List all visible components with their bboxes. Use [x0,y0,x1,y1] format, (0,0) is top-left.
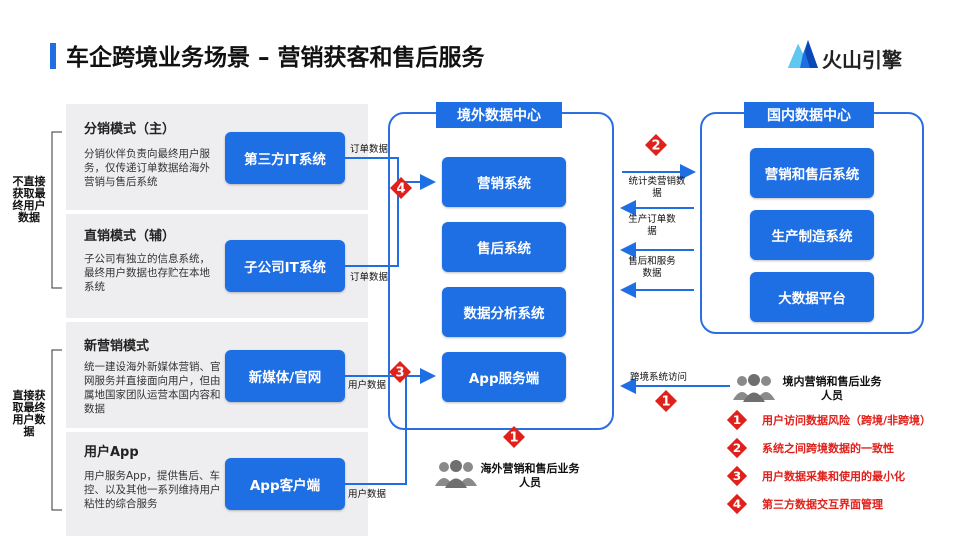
risk-marker-number: 1 [509,431,518,446]
flow-label: 订单数据 [350,144,389,155]
risk-marker-icon: 1 [726,409,748,431]
risk-marker-icon: 1 [503,426,525,448]
mode-title: 新营销模式 [84,339,150,354]
overseas-dc-label: 境外数据中心 [436,102,562,128]
big-data-platform: 大数据平台 [750,272,874,322]
legend-item: 4 第三方数据交互界面管理 [726,492,883,516]
people-icon [435,460,477,488]
mode-title: 直销模式（辅） [84,229,176,244]
mode-title: 用户App [84,445,139,460]
flow-label: 订单数据 [350,272,389,283]
cross-flow-label: 跨境系统访问 [630,372,688,383]
legend-item: 2 系统之间跨境数据的一致性 [726,436,894,460]
logo-text: 火山引擎 [822,48,902,72]
legend-text: 第三方数据交互界面管理 [762,498,883,511]
mode-desc: 用户服务App，提供售后、车控、以及其他一系列维持用户粘性的综合服务 [84,470,221,510]
risk-marker-icon: 2 [645,134,667,156]
cross-flow-label: 生产订单数据 [628,214,676,237]
mode-desc: 分销伙伴负责向最终用户服务，仅传递订单数据给海外营销与售后系统 [84,148,210,188]
risk-marker-number: 4 [396,182,405,197]
legend-number: 4 [733,497,741,511]
risk-marker-icon: 1 [655,390,677,412]
risk-marker-icon: 2 [726,437,748,459]
legend-number: 3 [733,469,741,483]
cross-flow-label: 售后和服务数据 [628,256,676,279]
app-server: App服务端 [442,352,566,402]
legend-item: 3 用户数据采集和使用的最小化 [726,464,905,488]
legend-number: 2 [733,441,741,455]
risk-marker-icon: 4 [726,493,748,515]
mode-desc: 统一建设海外新媒体营销、官网服务并直接面向用户，但由属地国家团队运营本国内容和数… [84,361,221,415]
people-icon [733,374,775,402]
domestic-personnel-label: 境内营销和售后业务人员 [782,375,882,402]
slide-title: 车企跨境业务场景 – 营销获客和售后服务 [66,45,485,71]
domestic-dc-label: 国内数据中心 [744,102,874,128]
legend-number: 1 [733,413,741,427]
domestic-marketing-system: 营销和售后系统 [750,148,874,198]
legend-text: 用户数据采集和使用的最小化 [762,470,905,483]
risk-marker-icon: 3 [389,361,411,383]
risk-legend: 1 用户访问数据风险（跨境/非跨境） 2 系统之间跨境数据的一致性 3 用户数据… [726,408,956,520]
marketing-system: 营销系统 [442,157,566,207]
third-party-it-system: 第三方IT系统 [225,132,345,184]
mode-title: 分销模式（主） [84,122,176,137]
after-sales-system: 售后系统 [442,222,566,272]
data-analysis-system: 数据分析系统 [442,287,566,337]
legend-item: 1 用户访问数据风险（跨境/非跨境） [726,408,931,432]
subsidiary-it-system: 子公司IT系统 [225,240,345,292]
volcano-logo-icon [788,40,818,68]
flow-label: 用户数据 [348,380,387,391]
new-media-website-box: 新媒体/官网 [225,350,345,402]
side-label-indirect: 不直接获取最终用户数据 [12,175,46,224]
legend-text: 用户访问数据风险（跨境/非跨境） [762,414,932,427]
risk-marker-number: 2 [651,139,660,154]
cross-flow-label: 统计类营销数据 [628,176,686,199]
title-accent-bar [50,43,56,69]
mode-desc: 子公司有独立的信息系统，最终用户数据也存贮在本地系统 [84,253,210,293]
risk-marker-icon: 4 [390,177,412,199]
manufacturing-system: 生产制造系统 [750,210,874,260]
overseas-personnel-label: 海外营销和售后业务人员 [480,462,580,489]
risk-marker-number: 3 [395,366,404,381]
risk-marker-number: 1 [661,395,670,410]
risk-marker-icon: 3 [726,465,748,487]
app-client-box: App客户端 [225,458,345,510]
side-label-direct: 直接获取最终用户数据 [12,389,46,438]
legend-text: 系统之间跨境数据的一致性 [762,442,894,455]
flow-label: 用户数据 [348,489,387,500]
